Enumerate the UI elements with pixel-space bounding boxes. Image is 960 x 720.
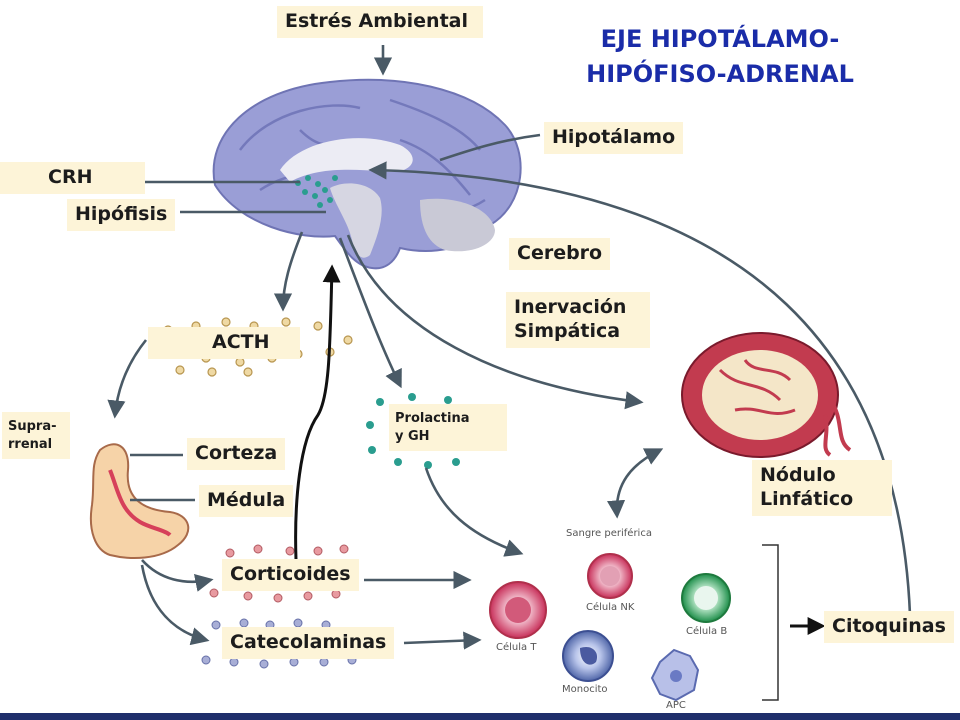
blood-cells <box>489 553 731 702</box>
label-prolactina-gh: Prolactina y GH <box>389 404 507 452</box>
feedback-arrow <box>294 264 341 561</box>
bottom-bar <box>0 713 960 720</box>
label-estres-ambiental: Estrés Ambiental <box>277 6 483 38</box>
label-nodulo-linfatico: Nódulo Linfático <box>752 460 892 516</box>
brain-illustration <box>212 78 522 270</box>
caption-apc: APC <box>666 700 686 711</box>
label-inervacion-simpatica: Inervación Simpática <box>506 292 650 348</box>
label-inervacion-line-1: Inervación <box>514 296 627 318</box>
diagram-title: EJE HIPOTÁLAMO- HIPÓFISO-ADRENAL <box>575 22 865 92</box>
label-crh: CRH <box>0 162 145 194</box>
label-hipotalamo: Hipotálamo <box>544 122 684 154</box>
label-citoquinas: Citoquinas <box>824 611 954 643</box>
label-corteza: Corteza <box>187 438 286 470</box>
caption-sangre-periferica: Sangre periférica <box>566 528 652 539</box>
title-line-1: EJE HIPOTÁLAMO- <box>600 25 840 53</box>
label-prolactina-line-2: y GH <box>395 428 430 444</box>
caption-celula-nk: Célula NK <box>586 602 635 613</box>
caption-monocito: Monocito <box>562 684 608 695</box>
lymph-node-illustration <box>681 332 852 458</box>
cells-bracket <box>762 544 779 701</box>
label-hipofisis: Hipófisis <box>67 199 176 231</box>
label-medula: Médula <box>199 485 294 517</box>
label-prolactina-line-1: Prolactina <box>395 411 470 426</box>
label-inervacion-line-2: Simpática <box>514 319 621 342</box>
corticoides-dots <box>209 544 349 603</box>
label-nodulo-line-2: Linfático <box>760 487 854 510</box>
title-line-2: HIPÓFISO-ADRENAL <box>586 59 854 88</box>
label-suprarrenal: Supra- rrenal <box>2 412 70 460</box>
label-suprarrenal-line-1: Supra- <box>8 419 57 434</box>
flow-arrows <box>107 45 912 650</box>
label-acth: ACTH <box>148 327 300 359</box>
label-catecolaminas: Catecolaminas <box>222 627 395 659</box>
caption-celula-t: Célula T <box>496 642 537 653</box>
prolactina-dots <box>366 393 460 469</box>
label-cerebro: Cerebro <box>509 238 611 270</box>
label-corticoides: Corticoides <box>222 559 359 591</box>
label-suprarrenal-line-2: rrenal <box>8 436 53 452</box>
adrenal-gland-illustration <box>90 443 190 559</box>
caption-celula-b: Célula B <box>686 626 728 637</box>
label-nodulo-line-1: Nódulo <box>760 464 836 486</box>
